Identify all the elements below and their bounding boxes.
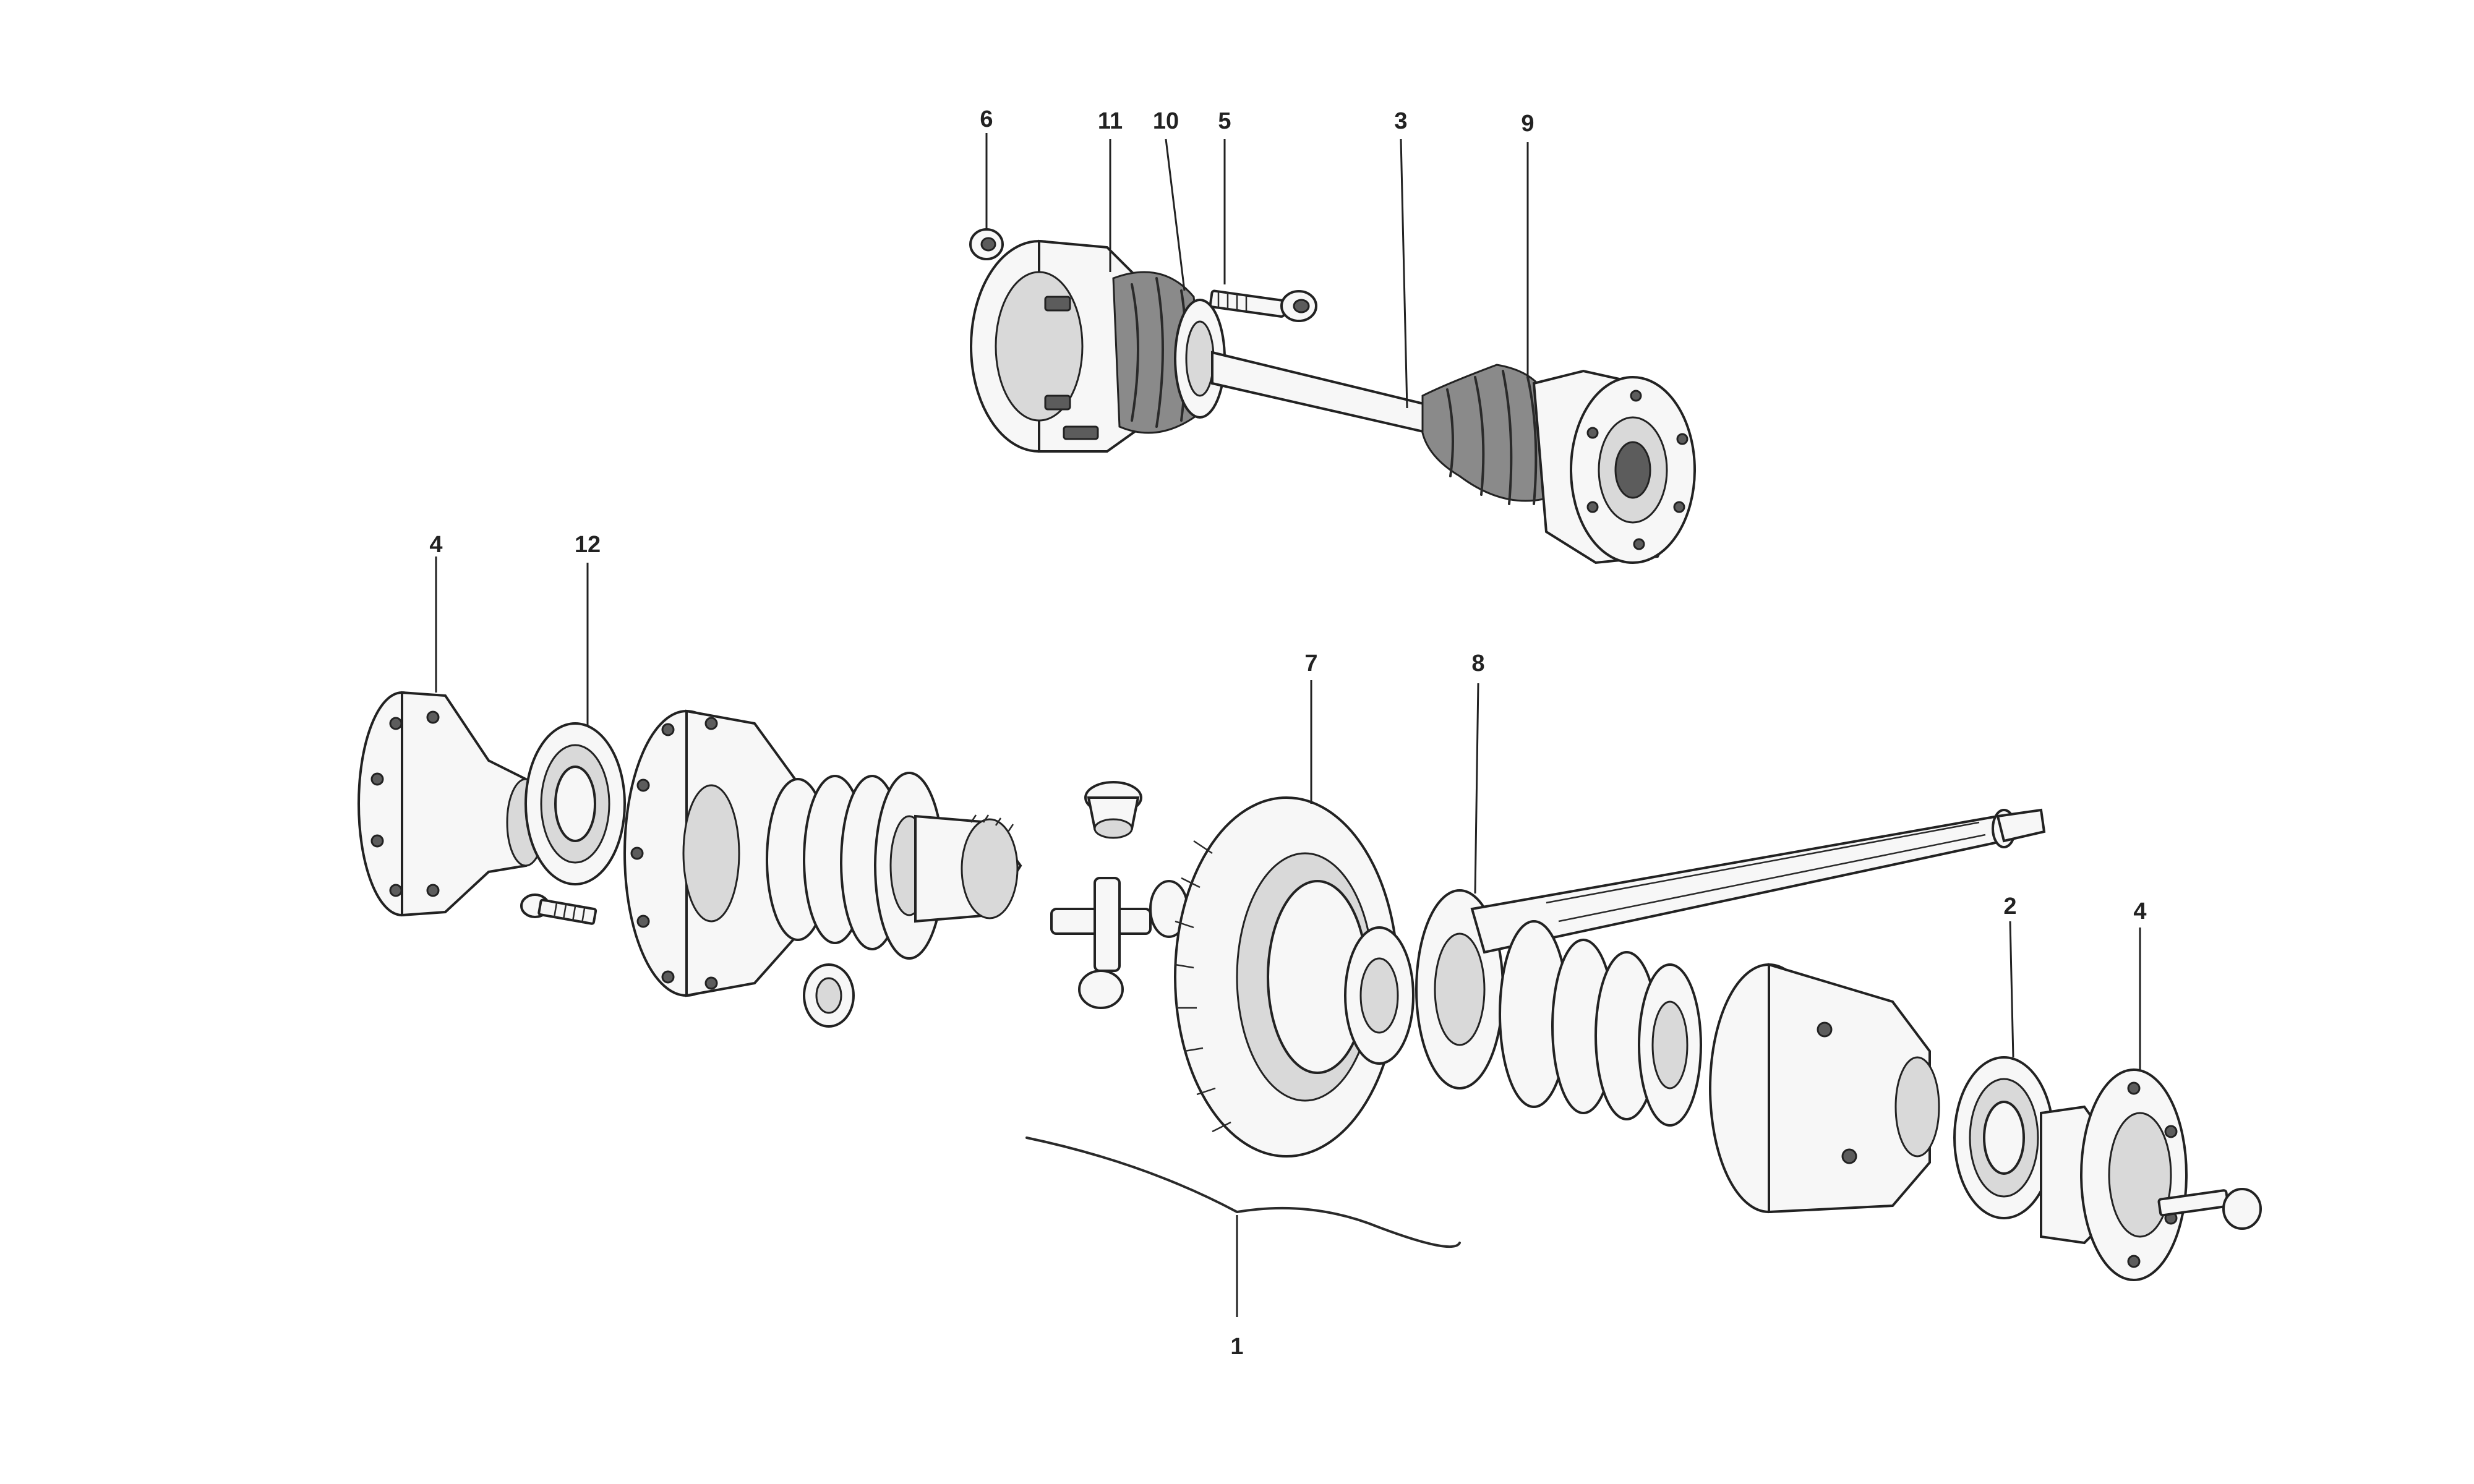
callout-4-left: 4 [429, 532, 442, 558]
callout-7: 7 [1304, 650, 1317, 676]
pinion-gear-top [1084, 781, 1142, 839]
group-brace [1025, 1136, 1461, 1248]
side-gear-left [914, 814, 1022, 923]
diff-housing-right [1709, 963, 1940, 1214]
callout-8: 8 [1471, 650, 1484, 676]
differential-assembly [357, 691, 2262, 1281]
flange-right [2040, 1068, 2188, 1281]
nut-6 [969, 228, 1004, 260]
drive-shaft-assembly [969, 228, 1696, 565]
callout-3: 3 [1394, 108, 1407, 134]
callout-12: 12 [575, 532, 601, 558]
callout-11: 11 [1098, 108, 1123, 134]
bearing-12 [524, 722, 626, 885]
bearing-2 [1953, 1056, 2055, 1219]
flange-left [357, 691, 546, 917]
clutch-plates-right [1499, 920, 1702, 1127]
side-gear-right [1344, 889, 1504, 1090]
diff-housing-left [623, 709, 805, 997]
callout-2: 2 [2003, 893, 2016, 919]
callout-5: 5 [1218, 108, 1231, 134]
spider-cross [1050, 877, 1189, 1009]
cv-joint-housing-right [1532, 369, 1696, 565]
callout-1: 1 [1230, 1334, 1243, 1360]
splined-shaft [1470, 808, 2046, 954]
bolt-5 [1209, 289, 1317, 322]
callout-6: 6 [980, 106, 993, 132]
callout-10: 10 [1153, 108, 1179, 134]
clamp-ring [1174, 299, 1226, 419]
ring-gear-7 [1174, 796, 1399, 1158]
callout-4-right: 4 [2133, 898, 2146, 924]
callout-9: 9 [1521, 111, 1534, 137]
cap-screw [520, 893, 597, 925]
boot-right [1421, 364, 1560, 505]
shaft-3 [1211, 351, 1430, 435]
pinion-gear-bottom [803, 963, 855, 1028]
callouts: 6 11 10 5 3 9 4 12 7 8 2 4 1 [429, 106, 2146, 1360]
end-bolt [2157, 1188, 2262, 1230]
